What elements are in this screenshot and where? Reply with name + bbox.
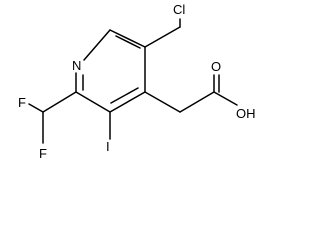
bond-cf2-f1: [28, 103, 44, 113]
fluorine-label-upper: F: [18, 95, 26, 110]
nitrogen-label: N: [72, 58, 81, 73]
bond-c6-c5: [109, 29, 146, 48]
bond-c2-c3: [75, 91, 111, 113]
bond-c-oh: [213, 91, 238, 106]
fluorine-label-lower: F: [39, 146, 47, 161]
bond-c3-c4: [109, 91, 146, 113]
chemical-structure-diagram: N Cl F F I O OH: [18, 2, 256, 161]
bond-c6-c5-double-inner: [115, 35, 141, 49]
bond-ch2-cooh: [179, 91, 215, 113]
bond-c2-cf2: [42, 91, 77, 113]
bond-c3-c4-double-inner: [110, 87, 139, 104]
bond-c5-ch2: [144, 26, 181, 48]
bond-c4-ch2: [144, 91, 181, 113]
hydroxyl-label: OH: [236, 106, 256, 121]
oxygen-label: O: [211, 59, 221, 74]
iodine-label: I: [106, 139, 110, 154]
bond-c6-n: [83, 29, 111, 61]
chlorine-label: Cl: [173, 2, 185, 17]
